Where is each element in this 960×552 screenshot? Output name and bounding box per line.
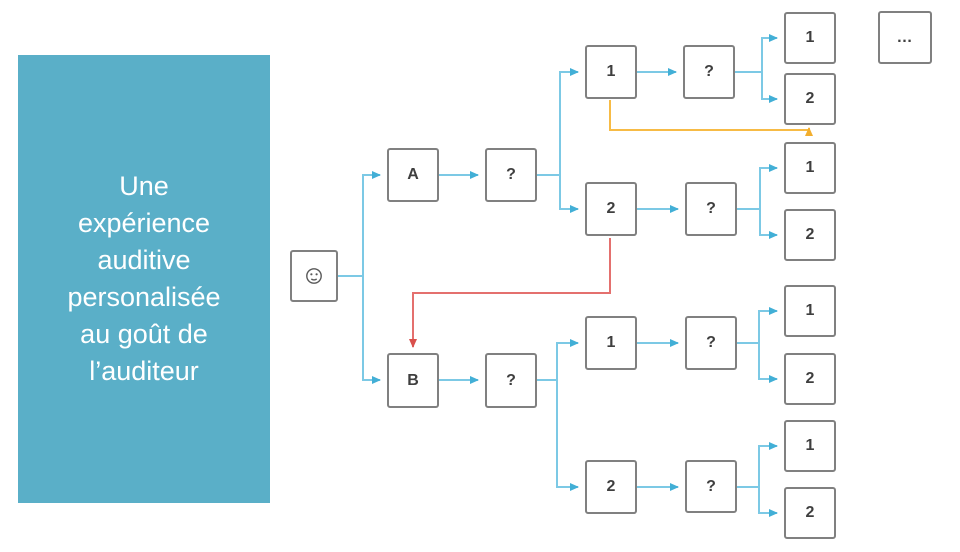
edge-qa-a2	[559, 175, 579, 213]
node-a2: 2	[585, 182, 637, 236]
edge-qb-b2	[556, 380, 579, 491]
node-b2: 2	[585, 460, 637, 514]
node-b2-2: 2	[784, 487, 836, 539]
edge-feedback-red	[409, 238, 611, 348]
edge-qa2-a22	[759, 209, 778, 239]
node-b1-2: 2	[784, 353, 836, 405]
node-a1-1: 1	[784, 12, 836, 64]
node-listener	[290, 250, 338, 302]
edge-qb2-b22	[758, 487, 778, 517]
edge-feedback-yellow	[609, 100, 813, 136]
node-b1-1: 1	[784, 285, 836, 337]
node-question-b1: ?	[685, 316, 737, 370]
node-question-a2: ?	[685, 182, 737, 236]
node-a1-2: 2	[784, 73, 836, 125]
edge-qa1-a11	[761, 34, 778, 72]
edge-qb2-b21	[758, 442, 778, 487]
node-question-a: ?	[485, 148, 537, 202]
edge-qa2-a21	[759, 164, 778, 209]
node-b1: 1	[585, 316, 637, 370]
node-ellipsis: …	[878, 11, 932, 64]
node-question-b: ?	[485, 353, 537, 408]
edge-qa-a1	[559, 68, 579, 175]
node-choice-b: B	[387, 353, 439, 408]
node-question-b2: ?	[685, 460, 737, 513]
edge-qb-b1	[556, 339, 579, 380]
node-question-a1: ?	[683, 45, 735, 99]
edge-qb1-b12	[758, 343, 778, 383]
edge-listener-b	[362, 276, 381, 384]
edge-listener-a	[362, 171, 381, 276]
panel-title: Une expérience auditive personalisée au …	[18, 55, 270, 503]
node-a2-2: 2	[784, 209, 836, 261]
edge-qb1-b11	[758, 307, 778, 343]
node-a2-1: 1	[784, 142, 836, 194]
node-a1: 1	[585, 45, 637, 99]
smiley-icon	[306, 268, 322, 284]
node-choice-a: A	[387, 148, 439, 202]
node-b2-1: 1	[784, 420, 836, 472]
edge-qa1-a12	[761, 72, 778, 103]
